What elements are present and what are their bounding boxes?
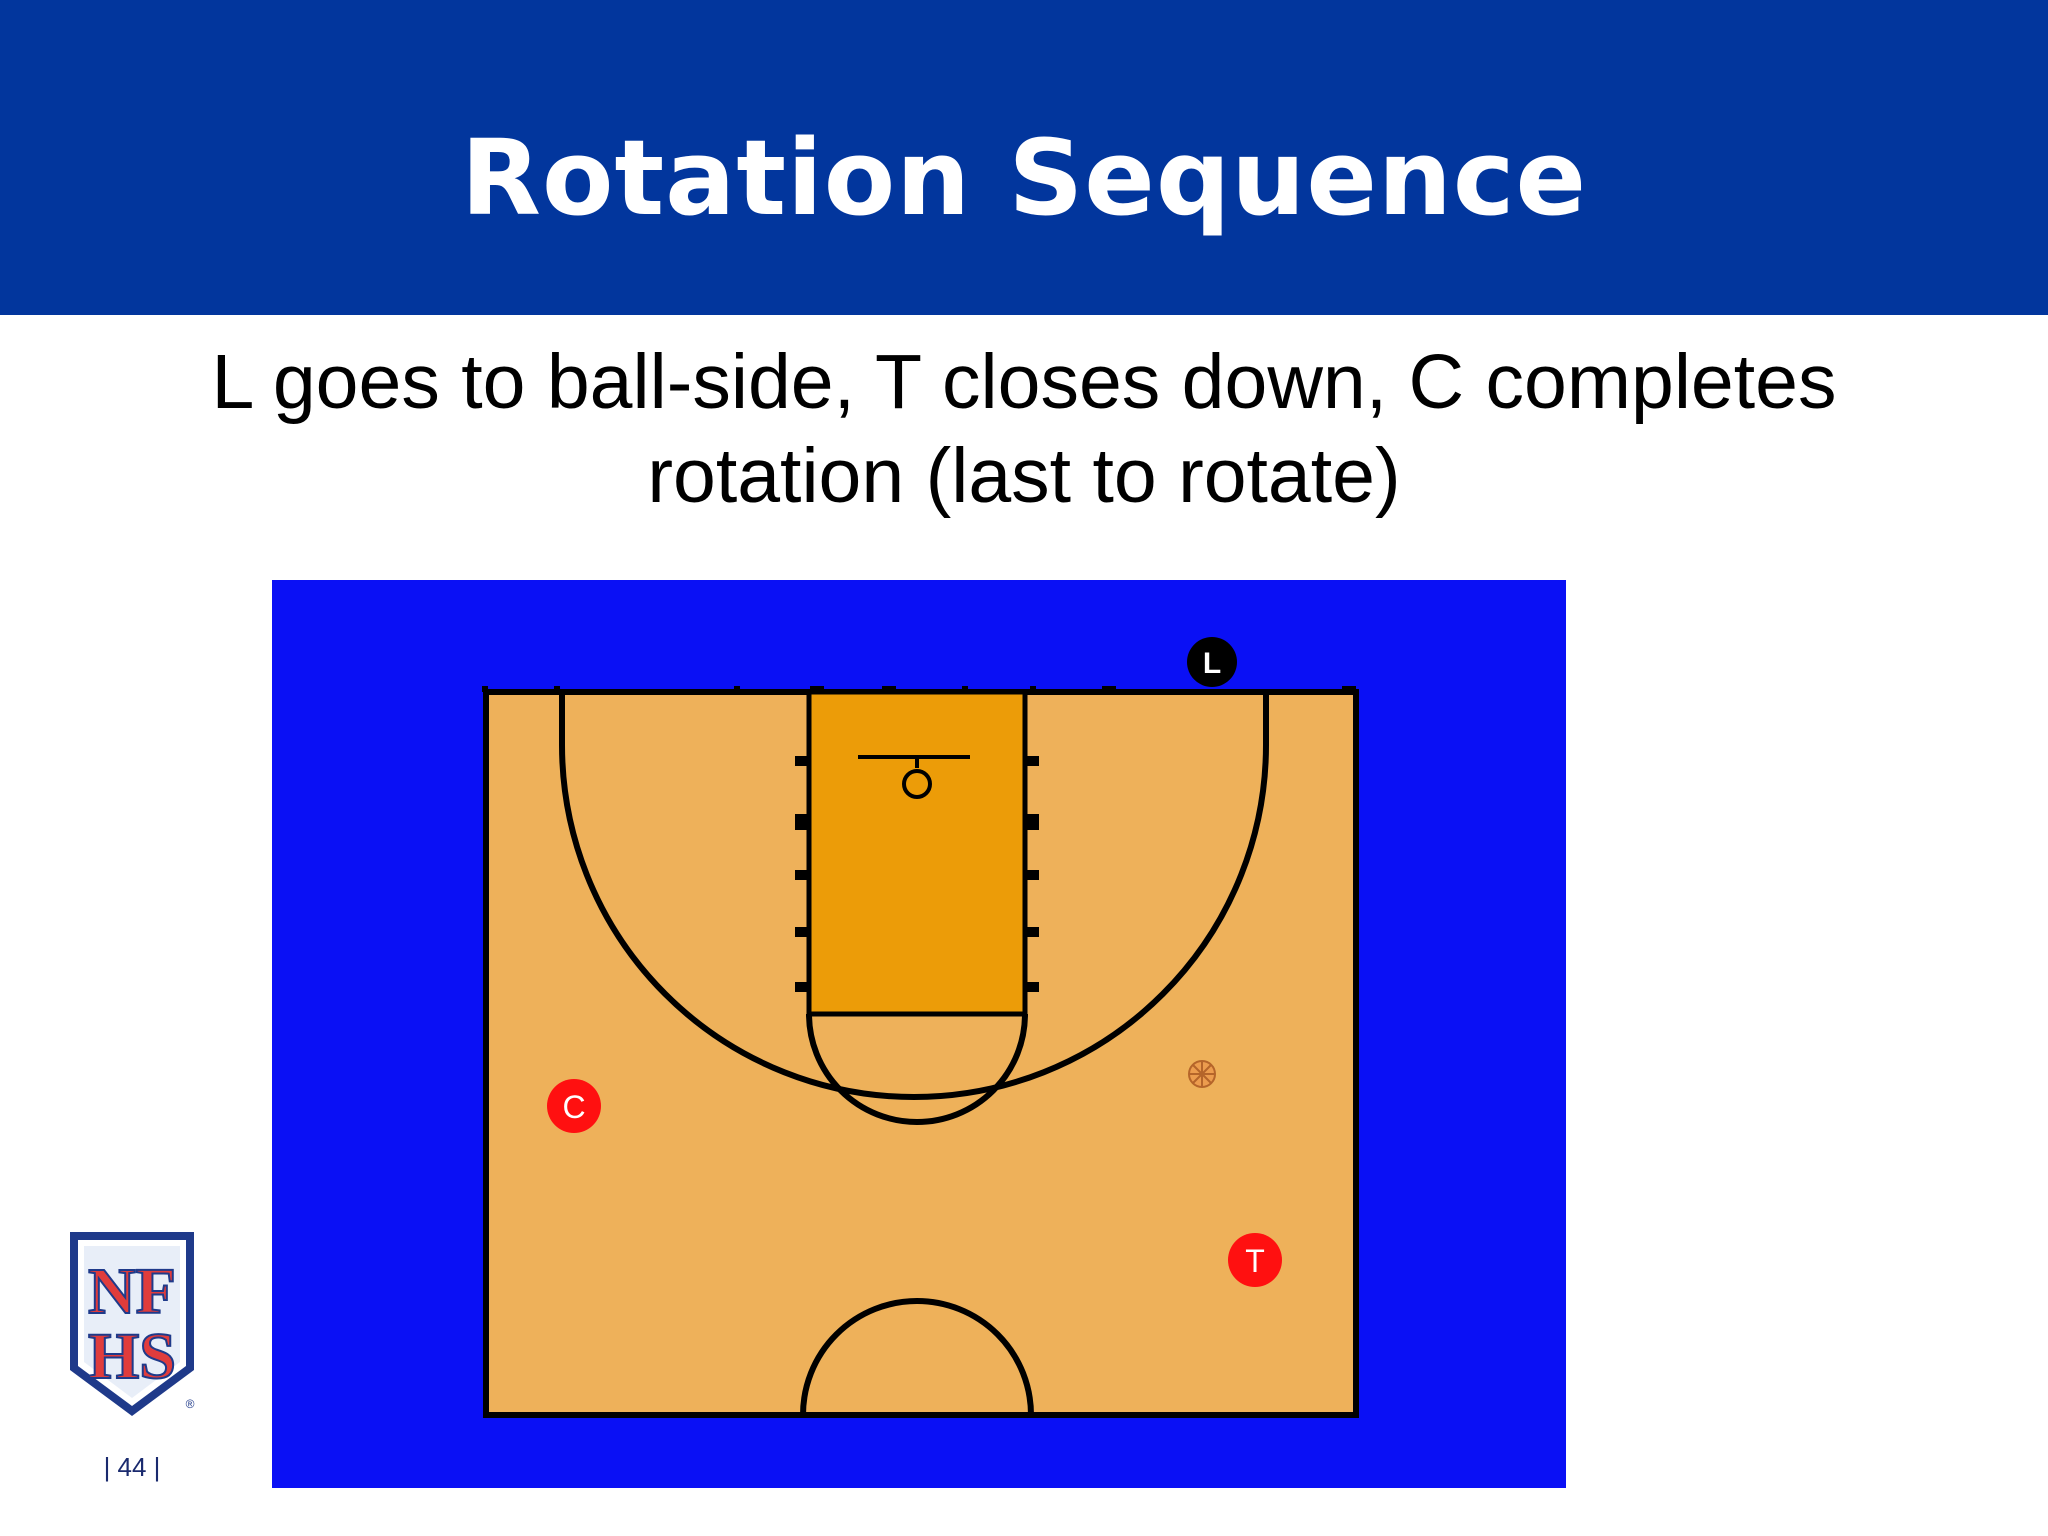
title-banner: Rotation Sequence	[0, 0, 2048, 315]
official-c-label: C	[562, 1089, 585, 1125]
official-t-marker	[1228, 1233, 1282, 1287]
official-l: L	[1187, 637, 1237, 687]
slide-subtitle: L goes to ball-side, T closes down, C co…	[211, 339, 1837, 519]
svg-text:HS: HS	[88, 1320, 176, 1393]
baseline-ticks	[482, 686, 1356, 692]
slide-title: Rotation Sequence	[460, 117, 1588, 239]
three-point-arc	[559, 692, 1269, 1100]
official-c-marker	[547, 1079, 601, 1133]
official-l-marker	[1187, 637, 1237, 687]
official-l-label: L	[1203, 647, 1221, 680]
center-circle	[800, 1298, 1034, 1416]
basketball-icon	[1188, 1060, 1216, 1088]
nfhs-logo: NF HS ®	[70, 1232, 195, 1416]
lane-hash-marks	[795, 756, 1039, 992]
official-c: C	[547, 1079, 601, 1133]
official-t: T	[1228, 1233, 1282, 1287]
page-number: | 44 |	[103, 1452, 161, 1482]
free-throw-lane	[806, 689, 1028, 1017]
svg-text:®: ®	[186, 1397, 195, 1411]
official-t-label: T	[1245, 1243, 1265, 1279]
rim	[902, 769, 932, 799]
free-throw-circle	[806, 1013, 1028, 1125]
court-diagram: L C T	[272, 580, 1566, 1488]
svg-text:NF: NF	[88, 1255, 176, 1328]
